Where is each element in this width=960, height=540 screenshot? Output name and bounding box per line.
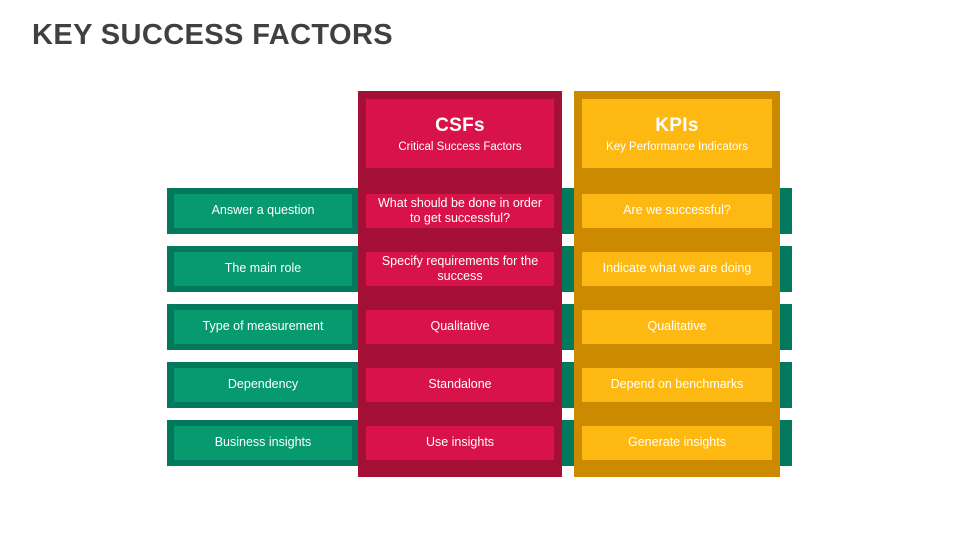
csf-cell-2[interactable]: Qualitative (366, 310, 554, 344)
kpi-cell-text: Generate insights (628, 435, 726, 450)
attribute-label-2[interactable]: Type of measurement (174, 310, 352, 344)
csf-cell-text: Use insights (425, 435, 495, 450)
attribute-label-text: Type of measurement (202, 319, 324, 334)
csf-cell-4[interactable]: Use insights (366, 426, 554, 460)
attribute-label-text: Dependency (227, 377, 299, 392)
csf-cell-text: Qualitative (430, 319, 490, 334)
csf-column-header[interactable]: CSFs Critical Success Factors (366, 99, 554, 168)
csf-cell-text: Standalone (428, 377, 492, 392)
csf-column-subtitle: Critical Success Factors (398, 140, 522, 153)
attribute-label-1[interactable]: The main role (174, 252, 352, 286)
csf-cell-1[interactable]: Specify requirements for the success (366, 252, 554, 286)
csf-cell-3[interactable]: Standalone (366, 368, 554, 402)
attribute-label-text: The main role (224, 261, 302, 276)
kpi-cell-2[interactable]: Qualitative (582, 310, 772, 344)
kpi-column-subtitle: Key Performance Indicators (606, 140, 748, 153)
csf-column-title: CSFs (435, 114, 485, 136)
kpi-column-title: KPIs (655, 114, 699, 136)
csf-column: CSFs Critical Success Factors What shoul… (358, 91, 562, 477)
kpi-cell-0[interactable]: Are we successful? (582, 194, 772, 228)
kpi-cell-text: Qualitative (647, 319, 707, 334)
attribute-label-text: Business insights (214, 435, 312, 450)
kpi-cell-text: Indicate what we are doing (602, 261, 752, 276)
attribute-label-text: Answer a question (211, 203, 315, 218)
kpi-cell-text: Depend on benchmarks (610, 377, 744, 392)
kpi-cell-text: Are we successful? (623, 203, 731, 218)
kpi-cell-3[interactable]: Depend on benchmarks (582, 368, 772, 402)
kpi-column-header[interactable]: KPIs Key Performance Indicators (582, 99, 772, 168)
attribute-label-3[interactable]: Dependency (174, 368, 352, 402)
csf-cell-text: What should be done in order to get succ… (378, 195, 542, 225)
kpi-column: KPIs Key Performance Indicators Are we s… (574, 91, 780, 477)
kpi-cell-1[interactable]: Indicate what we are doing (582, 252, 772, 286)
attribute-label-0[interactable]: Answer a question (174, 194, 352, 228)
csf-cell-0[interactable]: What should be done in order to get succ… (366, 194, 554, 228)
csf-cell-text: Specify requirements for the success (381, 253, 539, 283)
page-title: KEY SUCCESS FACTORS (32, 19, 394, 51)
attribute-label-4[interactable]: Business insights (174, 426, 352, 460)
kpi-cell-4[interactable]: Generate insights (582, 426, 772, 460)
